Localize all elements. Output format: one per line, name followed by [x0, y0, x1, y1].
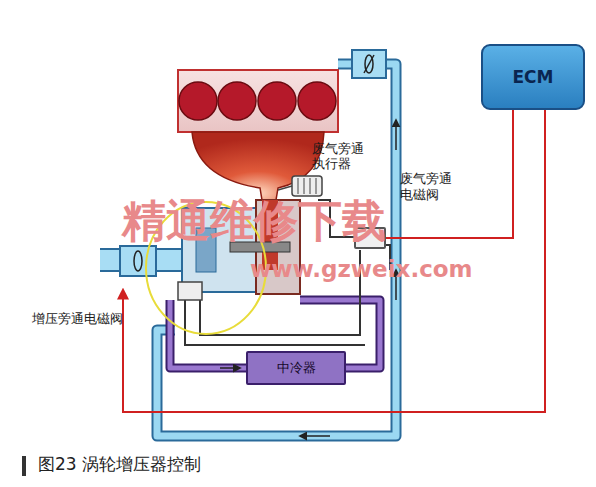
node-text: 中冷器 — [277, 360, 316, 376]
throttle-valve — [352, 50, 386, 78]
ecm-box: ECM — [481, 44, 585, 110]
node-text: 废气旁通 电磁阀 — [400, 171, 462, 202]
engine-block — [178, 70, 338, 132]
figure-caption: 图23 涡轮增压器控制 — [38, 455, 201, 475]
intercooler-box: 中冷器 — [246, 351, 346, 385]
intake-pipe — [100, 64, 396, 436]
watermark: www.gzweix.com — [250, 256, 473, 282]
node-text: ECM — [512, 67, 553, 87]
signal-wire — [386, 110, 513, 238]
part-label: 增压旁通电磁阀 — [32, 312, 123, 327]
watermark: 精通维修下载 — [122, 196, 386, 247]
wastegate-actuator — [278, 176, 322, 196]
part-label: 废气旁通 执行器 — [312, 142, 374, 172]
exhaust-manifold — [192, 132, 324, 200]
boost-bypass-valve — [120, 246, 202, 300]
caption-bar — [22, 456, 26, 476]
signal-wire — [123, 110, 545, 412]
